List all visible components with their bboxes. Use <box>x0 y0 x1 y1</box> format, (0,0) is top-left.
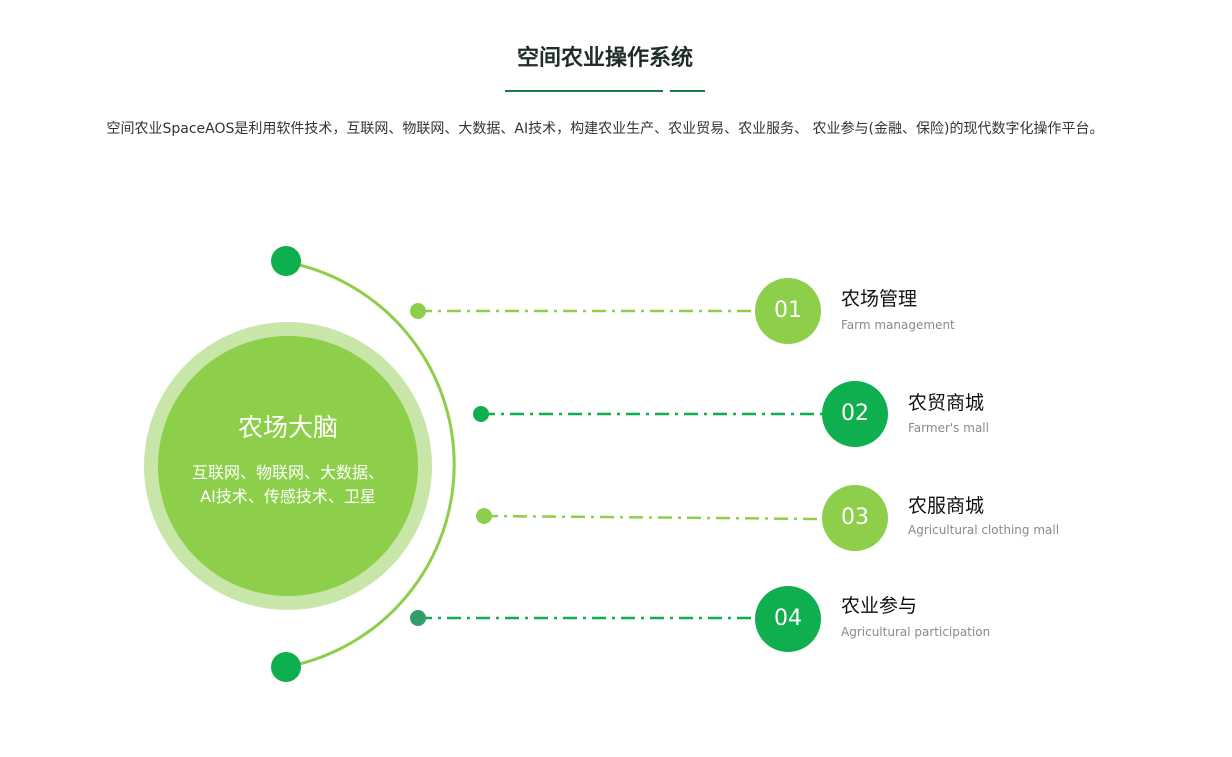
arc-top-endpoint <box>271 246 301 276</box>
item-number-04: 04 <box>774 606 802 631</box>
title-underline <box>505 90 663 92</box>
item-subtitle-farm-management: Farm management <box>841 318 955 332</box>
item-subtitle-clothing-mall: Agricultural clothing mall <box>908 523 1060 537</box>
item-number-01: 01 <box>774 298 802 323</box>
page-title: 空间农业操作系统 <box>516 46 693 71</box>
connector-line-03 <box>483 514 824 521</box>
item-number-03: 03 <box>841 505 869 530</box>
number-circle-02 <box>822 381 888 447</box>
item-subtitle-participation: Agricultural participation <box>841 625 991 639</box>
item-subtitle-farmers-mall: Farmer's mall <box>908 421 989 435</box>
title-underline-accent <box>670 90 705 92</box>
arc-node-03 <box>476 508 492 524</box>
item-number-02: 02 <box>841 401 869 426</box>
page-description: 空间农业SpaceAOS是利用软件技术，互联网、物联网、大数据、AI技术，构建农… <box>106 121 1104 137</box>
hub-description-line-2: AI技术、传感技术、卫星 <box>200 487 376 506</box>
number-circle-03 <box>822 485 888 551</box>
hub-description-line-1: 互联网、物联网、大数据、 <box>191 463 384 482</box>
hub-description: 互联网、物联网、大数据、 AI技术、传感技术、卫星 <box>168 461 408 509</box>
arc-node-01 <box>410 303 426 319</box>
item-title-farmers-mall: 农贸商城 <box>908 392 985 414</box>
item-title-clothing-mall: 农服商城 <box>908 495 985 517</box>
hub-title: 农场大脑 <box>237 413 338 442</box>
arc-node-02 <box>473 406 489 422</box>
arc-node-04 <box>410 610 426 626</box>
item-title-farm-management: 农场管理 <box>841 288 918 310</box>
hub-circle <box>158 336 418 596</box>
number-circle-04 <box>755 586 821 652</box>
arc-bottom-endpoint <box>271 652 301 682</box>
item-title-participation: 农业参与 <box>841 595 918 617</box>
connector-arc <box>285 260 456 669</box>
number-circle-01 <box>755 278 821 344</box>
